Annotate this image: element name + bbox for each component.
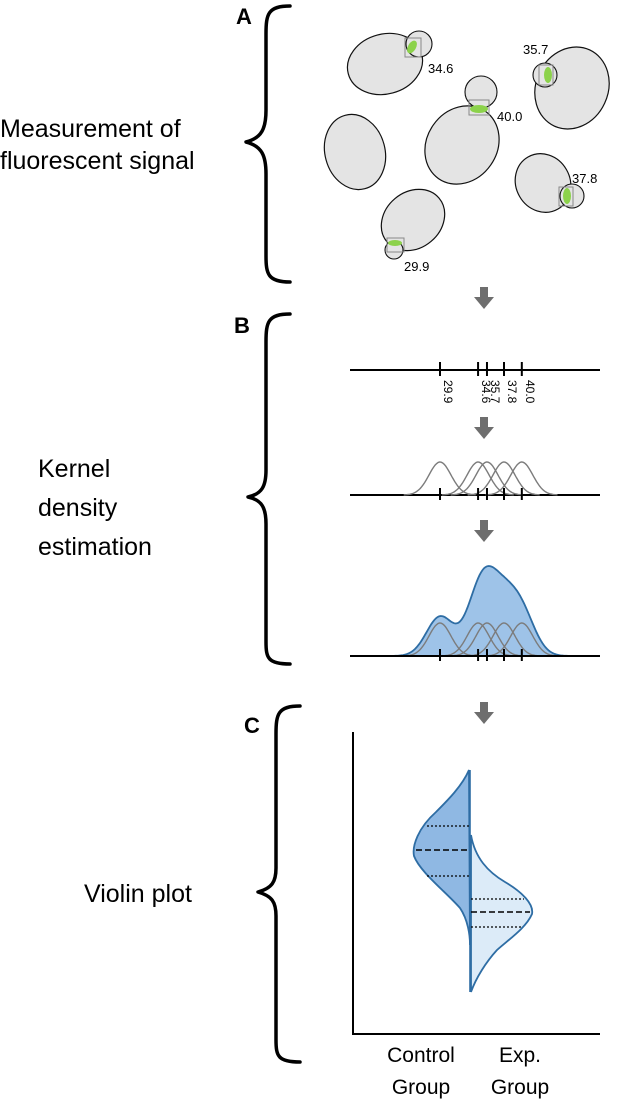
density-plot-ticks: [439, 649, 523, 661]
measurement-value-3: 40.0: [497, 109, 522, 124]
arrow-down-icon-2: [474, 417, 494, 439]
fluorescent-spot-2: [544, 67, 552, 83]
fluorescent-spot-1: [407, 40, 417, 54]
measurement-box-1: [404, 37, 422, 58]
exp-group-label-line-2: Group: [491, 1076, 549, 1099]
density-kernel-curve-4: [467, 622, 540, 657]
arrow-down-icon-3: [474, 520, 494, 542]
kernel-curve-2: [441, 461, 514, 496]
panel-a-label-line-2: fluorescent signal: [0, 147, 195, 175]
measurement-value-6: 29.9: [404, 259, 429, 274]
measurement-value-1: 34.6: [428, 61, 453, 76]
arrow-down-icon-1: [474, 287, 494, 309]
kernel-curve-4: [467, 461, 540, 496]
number-line-ticks: [439, 362, 523, 376]
panel-b-label-line-1: Kernel: [38, 455, 110, 483]
panel-c-label: Violin plot: [84, 880, 192, 908]
yeast-cell-4: [323, 113, 387, 191]
kernel-curve-5: [485, 461, 558, 496]
density-estimate-plot: [385, 565, 575, 657]
measurement-value-2: 35.7: [523, 42, 548, 57]
panel-c: C Violin plot Control Group Exp. Group: [84, 704, 600, 1099]
exp-group-label-line-1: Exp.: [499, 1044, 541, 1067]
fluorescent-spot-5: [563, 188, 571, 204]
yeast-cell-6: 29.9: [380, 188, 446, 274]
panel-b-letter: B: [234, 313, 250, 338]
measurement-value-5: 37.8: [572, 171, 597, 186]
panel-a-brace: [244, 4, 292, 284]
number-line-tick-label-2: 34.6: [479, 380, 493, 404]
kernel-curves: [403, 461, 558, 496]
kernel-curve-3: [450, 461, 523, 496]
panel-a: A Measurement of fluorescent signal 34.6…: [0, 4, 610, 284]
density-kernel-curve-3: [450, 622, 523, 657]
panel-b-label-line-2: density: [38, 494, 118, 522]
violin-control-half: [412, 769, 471, 946]
panel-b-label-line-3: estimation: [38, 533, 152, 561]
panel-c-brace: [256, 704, 302, 1064]
measurement-box-2: [538, 64, 554, 86]
measurement-box-6: [386, 237, 405, 253]
panel-a-letter: A: [236, 4, 252, 29]
yeast-cell-3: 40.0: [424, 75, 522, 185]
fluorescent-spot-3: [470, 105, 488, 113]
panel-c-letter: C: [244, 713, 260, 738]
panel-b-brace: [246, 312, 292, 666]
number-line-tick-label-4: 37.8: [505, 380, 519, 404]
panel-b: B Kernel density estimation 29.9 34.635.7…: [38, 312, 600, 666]
yeast-cell-1: 34.6: [346, 30, 453, 96]
fluorescent-spot-6: [388, 240, 402, 246]
number-line-tick-label-3: 35.7: [488, 380, 502, 404]
measurement-box-5: [558, 186, 574, 207]
control-group-label-line-1: Control: [387, 1044, 455, 1067]
density-kernel-curve-2: [441, 622, 514, 657]
kernel-plot-ticks: [439, 488, 523, 500]
number-line-tick-label-1: 29.9: [441, 380, 455, 404]
measurement-box-3: [468, 99, 490, 116]
number-line-tick-label-5: 40.0: [523, 380, 537, 404]
density-estimate-curve: [385, 565, 575, 657]
control-group-label-line-2: Group: [392, 1076, 450, 1099]
violin-exp-half: [470, 834, 534, 993]
arrow-down-icon-4: [474, 702, 494, 724]
yeast-cell-2: 35.7: [523, 42, 610, 130]
density-kernel-curve-5: [485, 622, 558, 657]
yeast-cell-5: 37.8: [514, 153, 597, 213]
panel-a-label-line-1: Measurement of: [0, 115, 181, 143]
